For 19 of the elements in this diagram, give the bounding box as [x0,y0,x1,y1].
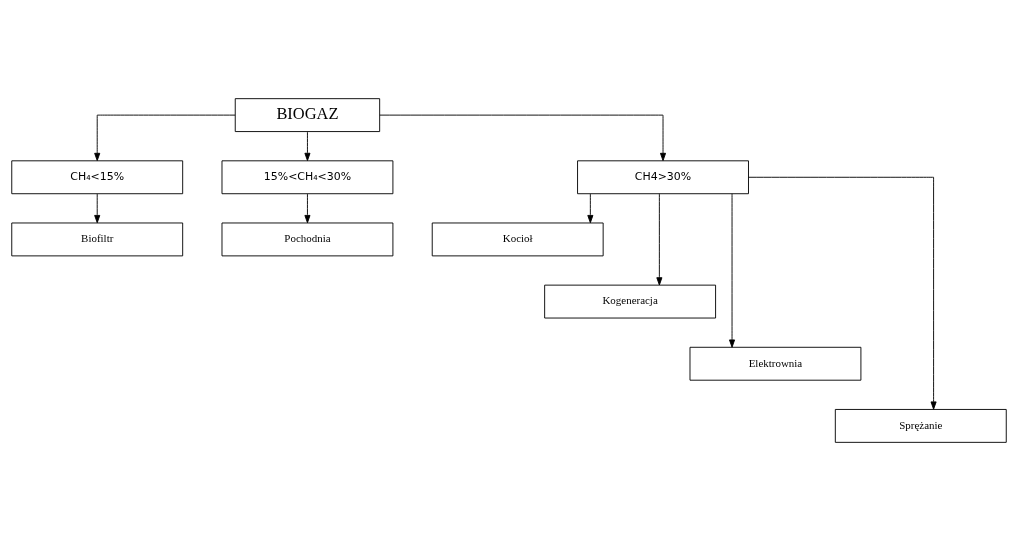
node-box: Sprężanie [834,409,1007,443]
arrow [304,193,311,224]
node-box: Elektrownia [689,346,862,381]
arrow [656,193,663,286]
arrow [587,193,594,224]
arrow [304,131,311,162]
arrow [748,176,937,410]
arrow [379,114,667,162]
node-box: Kogeneracja [544,284,717,319]
node-box: Biofiltr [11,222,184,257]
node-box: CH₄<15% [11,160,184,195]
arrow [94,114,236,162]
node-box: CH4>30% [577,160,749,195]
node-box: BIOGAZ [234,98,381,132]
arrow [94,193,101,224]
arrow [729,193,736,348]
node-box: Pochodnia [221,222,394,257]
node-box: Kocioł [431,222,604,257]
node-box: 15%<CH₄<30% [221,160,394,195]
